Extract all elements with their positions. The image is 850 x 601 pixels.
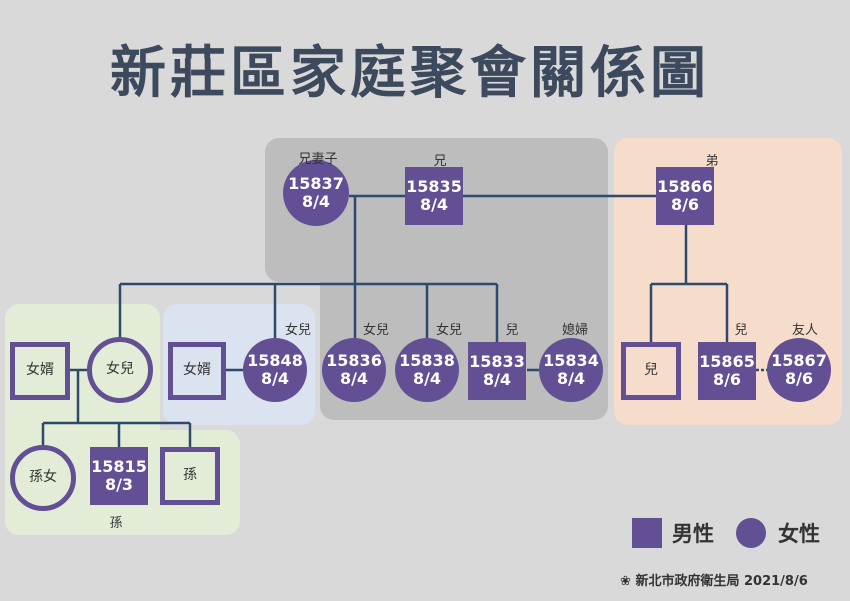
health-bureau-logo-icon: ❀ <box>620 574 631 589</box>
case-date: 8/4 <box>260 369 290 388</box>
case-date: 8/6 <box>712 370 742 389</box>
case-date: 8/4 <box>339 369 369 388</box>
legend-male: 男性 <box>672 522 714 546</box>
relation-label: 友人 <box>791 323 819 338</box>
case-date: 8/4 <box>556 369 586 388</box>
daughter-1[interactable]: 女兒 <box>87 337 153 403</box>
relation-label: 弟 <box>705 154 719 169</box>
footer: ❀ 新北市政府衛生局 2021/8/6 <box>620 570 808 589</box>
footer-org: 新北市政府衛生局 <box>635 574 740 589</box>
footer-date: 2021/8/6 <box>743 574 808 589</box>
relation-label: 女兒 <box>362 323 390 338</box>
case-id: 15867 <box>771 351 827 371</box>
grandson[interactable]: 孫 <box>160 447 220 505</box>
node-label: 孫女 <box>29 469 57 486</box>
male-legend-square-icon <box>632 518 662 548</box>
case-id: 15866 <box>657 177 713 197</box>
case-date: 8/4 <box>412 369 442 388</box>
case-id: 15836 <box>326 351 382 371</box>
case-id: 15833 <box>469 352 525 372</box>
node-label: 女婿 <box>183 362 211 379</box>
relation-label: 孫 <box>109 516 123 531</box>
relation-label: 兄妻子 <box>298 152 338 167</box>
relation-label: 兄 <box>433 154 447 169</box>
node-label: 孫 <box>183 467 197 484</box>
relation-label: 女兒 <box>435 323 463 338</box>
case-id: 15815 <box>91 457 147 477</box>
son-in-law-1[interactable]: 女婿 <box>10 342 70 400</box>
case-date: 8/4 <box>482 370 512 389</box>
case-date: 8/6 <box>784 369 814 388</box>
node-label: 女婿 <box>26 362 54 379</box>
relation-label: 兒 <box>734 323 748 338</box>
son-2[interactable]: 兒 <box>621 342 681 400</box>
case-date: 8/3 <box>104 475 134 494</box>
granddaughter[interactable]: 孫女 <box>10 445 76 511</box>
legend-female: 女性 <box>778 522 820 546</box>
node-label: 女兒 <box>106 361 134 378</box>
relation-label: 兒 <box>505 323 519 338</box>
case-id: 15837 <box>288 174 344 194</box>
case-date: 8/4 <box>301 192 331 211</box>
case-date: 8/6 <box>670 195 700 214</box>
case-date: 8/4 <box>419 195 449 214</box>
case-id: 15848 <box>247 351 303 371</box>
female-legend-circle-icon <box>736 518 766 548</box>
page-title: 新莊區家庭聚會關係圖 <box>110 41 710 106</box>
son-in-law-2[interactable]: 女婿 <box>168 342 226 400</box>
case-id: 15865 <box>699 352 755 372</box>
case-id: 15835 <box>406 177 462 197</box>
relation-label: 媳婦 <box>561 323 589 338</box>
case-id: 15834 <box>543 351 599 371</box>
case-id: 15838 <box>399 351 455 371</box>
node-label: 兒 <box>644 362 658 379</box>
relation-label: 女兒 <box>284 323 312 338</box>
